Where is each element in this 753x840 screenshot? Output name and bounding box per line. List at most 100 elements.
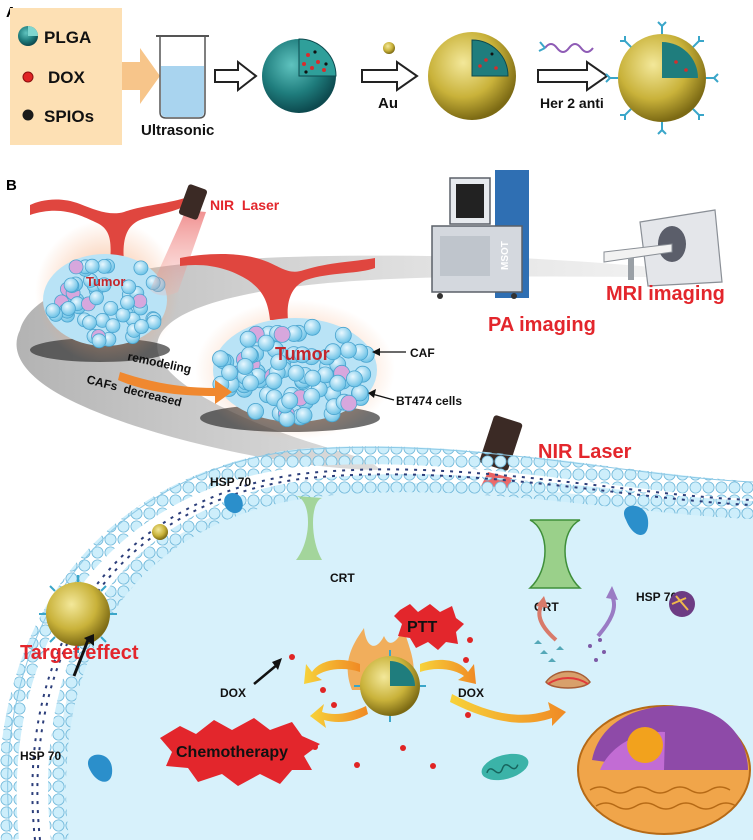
msot-label: MSOT xyxy=(500,241,511,270)
release-arrow-right-icon xyxy=(420,659,476,684)
her2-label: Her 2 anti xyxy=(540,95,604,111)
tumor-cell xyxy=(63,277,79,293)
tumor-cell xyxy=(273,325,291,343)
tumor-cell xyxy=(334,326,352,344)
er-arrow-icon xyxy=(450,694,566,726)
dox-right-label: DOX xyxy=(458,686,484,700)
arrow-2-icon xyxy=(361,60,419,92)
panel-a: A PLGA DOX SPIOs Ultrasonic xyxy=(6,4,719,145)
tumor-cell xyxy=(89,290,104,306)
mitochondrion-icon xyxy=(481,753,529,781)
panel-b: B Tumor NIR Laser Tumor CAF xyxy=(0,170,753,840)
tumor-cell xyxy=(324,343,342,361)
nir-laser-top-icon xyxy=(150,184,208,296)
crt-channel-right-icon xyxy=(528,519,582,589)
floating-nanoparticle-icon xyxy=(152,524,168,540)
tumor-cell xyxy=(133,260,149,276)
tumor-cell xyxy=(239,330,257,348)
mri-imaging-label: MRI imaging xyxy=(606,283,725,305)
mitochondrion-small-icon xyxy=(669,591,695,617)
target-nanoparticle-icon xyxy=(39,575,117,653)
msot-machine-icon: MSOT xyxy=(431,170,529,299)
large-tumor: Tumor xyxy=(180,254,395,440)
hsp70-bottom-label: HSP 70 xyxy=(20,749,61,763)
chemotherapy-badge-icon xyxy=(160,718,320,786)
hsp70-protein-bottom-icon xyxy=(87,754,113,782)
hsp70-right-label: HSP 70 xyxy=(636,590,677,604)
nucleus-icon xyxy=(577,705,751,835)
legend-dox: DOX xyxy=(48,68,86,87)
tumor-cell xyxy=(84,258,100,274)
tumor-cell xyxy=(304,369,322,387)
plga-nanoparticle-icon xyxy=(262,38,337,113)
cell-membrane xyxy=(0,446,753,840)
tumor-cell xyxy=(339,341,357,359)
tumor-cell xyxy=(103,300,119,316)
swoosh-background xyxy=(16,255,720,470)
tumor-small-label: Tumor xyxy=(86,274,125,289)
crt-channel-left-icon xyxy=(296,496,322,560)
target-arrow-icon xyxy=(72,639,90,677)
au-particle-icon xyxy=(383,42,395,54)
caf-label: CAF xyxy=(410,346,435,360)
tumor-cell xyxy=(236,358,254,375)
tumor-cell xyxy=(134,319,149,334)
tumor-cell xyxy=(212,350,229,368)
dox-molecules xyxy=(289,637,473,769)
tumor-cell xyxy=(242,374,259,392)
target-effect-label: Target effect xyxy=(20,642,139,664)
bt474-label: BT474 cells xyxy=(396,394,462,408)
arrow-1-icon xyxy=(214,59,258,93)
tumor-large-label: Tumor xyxy=(275,344,330,364)
tumor-cell xyxy=(340,394,358,412)
dox-arrow-icon xyxy=(253,663,279,685)
tumor-cell xyxy=(247,402,265,420)
hsp70-top-label: HSP 70 xyxy=(210,475,251,489)
crt-release-icon xyxy=(534,640,564,662)
dox-left-label: DOX xyxy=(220,686,246,700)
tumor-cell xyxy=(295,406,313,424)
tumor-cell xyxy=(303,318,321,336)
tumor-cell xyxy=(120,295,135,310)
tumor-cell xyxy=(303,387,321,405)
arrow-3-icon xyxy=(537,60,609,92)
hsp70-protein-right-icon xyxy=(623,505,649,535)
legend-spios: SPIOs xyxy=(44,107,94,126)
antibody-icon xyxy=(538,41,594,53)
tumor-cell xyxy=(287,364,305,382)
panel-b-label: B xyxy=(6,177,17,194)
plga-sphere-icon xyxy=(18,26,38,46)
black-dot-icon xyxy=(22,109,34,121)
hsp70-release-icon xyxy=(588,638,606,662)
tumor-cell xyxy=(146,314,162,330)
release-arrow-left-icon xyxy=(304,659,360,684)
beaker-icon xyxy=(156,35,209,119)
tumor-cell xyxy=(68,259,84,275)
pa-imaging-label: PA imaging xyxy=(488,314,596,336)
tumor-cell xyxy=(221,364,239,382)
tumor-cell xyxy=(61,301,76,316)
center-nanoparticle-icon xyxy=(354,650,426,722)
crt-left-label: CRT xyxy=(330,571,355,585)
bt474-pointer-icon xyxy=(371,393,395,401)
tumor-cell xyxy=(329,374,347,392)
tumor-cell xyxy=(345,370,363,388)
tumor-cell xyxy=(270,353,288,371)
ptt-label: PTT xyxy=(407,619,437,636)
mri-machine-icon xyxy=(603,209,723,287)
ptt-badge-icon xyxy=(394,604,464,650)
chemotherapy-label: Chemotherapy xyxy=(176,744,288,761)
tumor-cell xyxy=(293,346,311,364)
legend-arrow-icon xyxy=(122,48,160,104)
tumor-cell xyxy=(132,293,148,309)
legend-plga: PLGA xyxy=(44,28,91,47)
tumor-cell xyxy=(265,372,283,390)
hsp70-protein-top-icon xyxy=(224,493,243,514)
targeted-nanoparticle-icon xyxy=(605,21,719,135)
tumor-cell xyxy=(91,333,107,349)
tumor-cell xyxy=(281,392,299,410)
au-coated-nanoparticle-icon xyxy=(428,32,516,120)
tumor-cell xyxy=(82,315,97,330)
tumor-cell xyxy=(105,318,121,334)
